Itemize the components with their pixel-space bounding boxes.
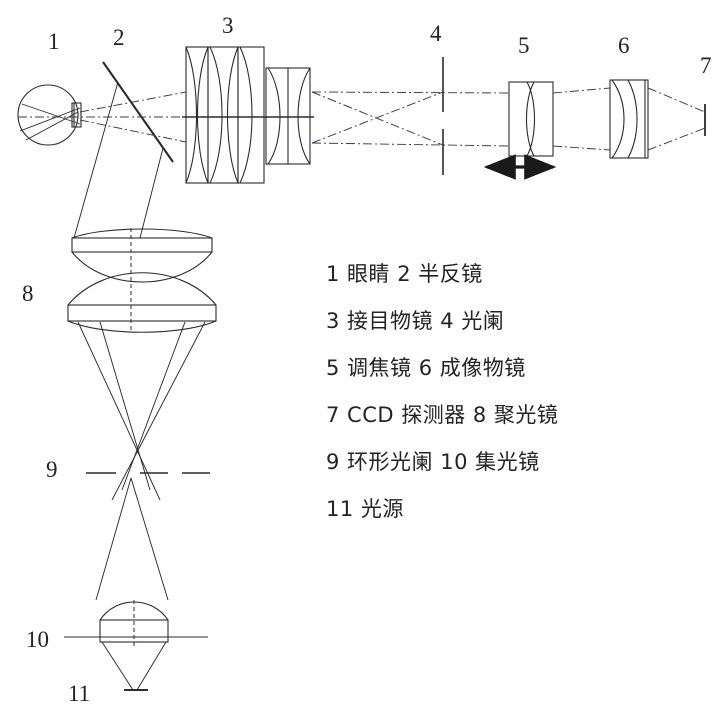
collector-lens <box>64 600 208 648</box>
legend-line-5: 9 环形光阑 10 集光镜 <box>326 450 540 474</box>
focusing-lens <box>508 81 554 157</box>
eyepiece-objective-group <box>185 46 311 184</box>
illumination-rays-lower <box>95 477 169 601</box>
legend-line-4: 7 CCD 探测器 8 聚光镜 <box>326 403 559 427</box>
legend: 1 眼睛 2 半反镜 3 接目物镜 4 光阑 5 调焦镜 6 成像物镜 7 CC… <box>326 258 676 540</box>
legend-line-6: 11 光源 <box>326 497 404 521</box>
condenser-lens-group <box>67 228 217 333</box>
imaging-ray-path <box>79 87 706 151</box>
callout-8: 8 <box>22 281 34 306</box>
imaging-objective <box>609 79 649 159</box>
legend-line-3: 5 调焦镜 6 成像物镜 <box>326 356 526 380</box>
source-rays <box>101 641 167 691</box>
eye <box>17 84 82 146</box>
callout-5: 5 <box>518 33 530 58</box>
callout-2: 2 <box>113 25 125 50</box>
callout-10: 10 <box>26 627 49 652</box>
beam-splitter <box>102 61 174 163</box>
illumination-rays-upper <box>73 81 164 239</box>
legend-line-1: 1 眼睛 2 半反镜 <box>326 262 483 286</box>
callout-6: 6 <box>618 33 630 58</box>
callout-1: 1 <box>48 29 60 54</box>
legend-line-2: 3 接目物镜 4 光阑 <box>326 309 505 333</box>
callout-4: 4 <box>430 21 442 46</box>
callout-9: 9 <box>46 457 58 482</box>
illumination-rays-mid <box>77 321 206 501</box>
callout-7: 7 <box>700 53 712 78</box>
callout-3: 3 <box>222 13 234 38</box>
callout-11: 11 <box>68 681 91 706</box>
